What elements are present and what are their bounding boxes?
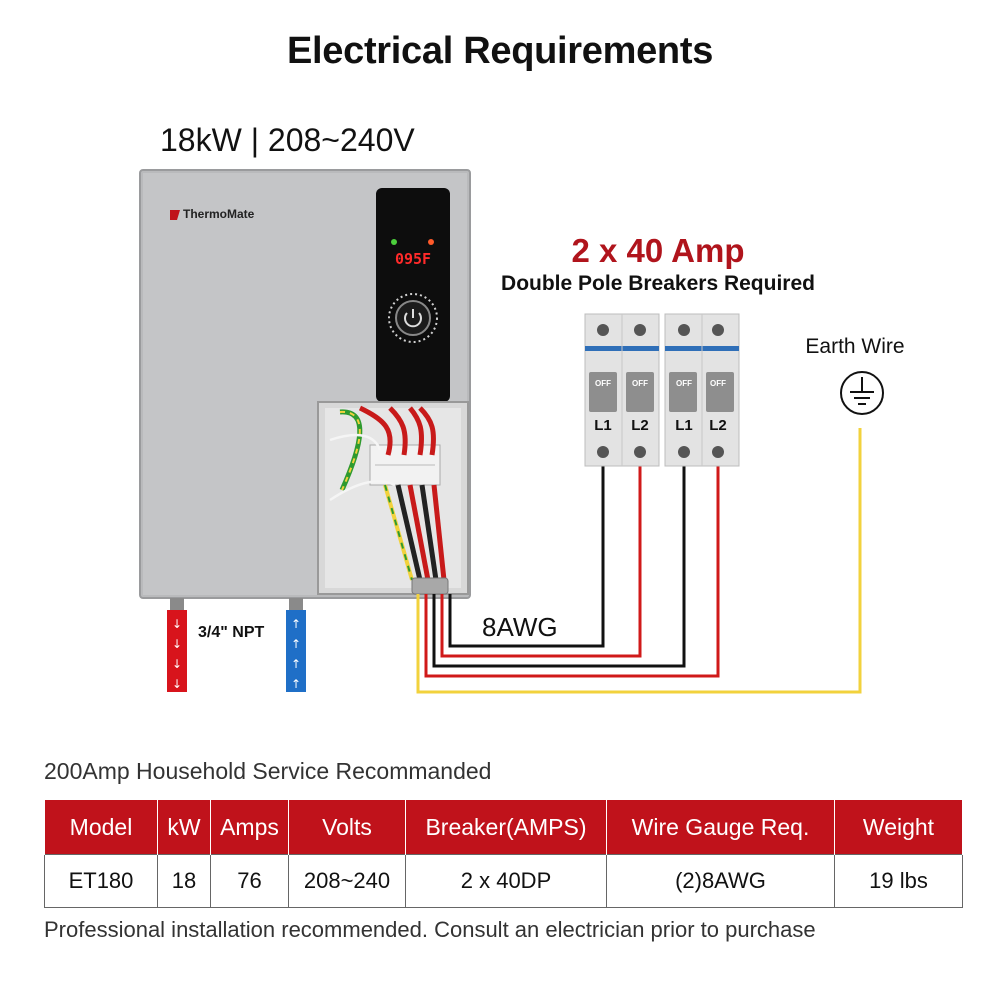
table-cell: ET180 (44, 854, 158, 908)
svg-text:↑: ↑ (291, 677, 301, 691)
double-pole-breaker-2: OFF OFF L1 L2 (664, 313, 740, 467)
breaker-subtitle: Double Pole Breakers Required (501, 272, 815, 295)
spec-table: Model kW Amps Volts Breaker(AMPS) Wire G… (44, 800, 963, 908)
heat-indicator-light (428, 239, 434, 245)
power-spec-label: 18kW | 208~240V (160, 122, 415, 158)
svg-text:↑: ↑ (291, 617, 301, 631)
svg-text:↓: ↓ (172, 637, 182, 651)
breaker1-l2-wire (440, 462, 642, 658)
footer-note: Professional installation recommended. C… (44, 917, 816, 942)
ground-icon (840, 371, 884, 415)
service-note: 200Amp Household Service Recommanded (44, 758, 492, 784)
earth-wire-label: Earth Wire (805, 335, 905, 358)
table-cell: 76 (210, 854, 289, 908)
wiring-diagram: ThermoMate 095F ↓ (139, 169, 884, 694)
column-header: Volts (288, 800, 406, 855)
brand-name: ThermoMate (183, 207, 255, 221)
table-cell: 208~240 (288, 854, 406, 908)
double-pole-breaker-1: OFF OFF L1 L2 (584, 313, 660, 467)
svg-text:↓: ↓ (172, 677, 182, 691)
column-header: Model (44, 800, 158, 855)
wire-gauge-label: 8AWG (482, 612, 558, 642)
table-cell: 19 lbs (834, 854, 963, 908)
control-panel (376, 188, 450, 402)
svg-text:↑: ↑ (291, 657, 301, 671)
supply-wires (416, 428, 862, 694)
column-header: Weight (834, 800, 963, 855)
svg-text:OFF: OFF (710, 379, 726, 388)
breaker2-l1-wire (432, 462, 686, 668)
svg-text:↑: ↑ (291, 637, 301, 651)
temperature-display: 095F (395, 250, 431, 268)
page-title: Electrical Requirements (286, 30, 714, 72)
svg-text:OFF: OFF (676, 379, 692, 388)
pole-label: L1 (675, 417, 693, 434)
water-heater-unit: ThermoMate 095F (139, 169, 471, 599)
pole-label: L2 (631, 417, 649, 434)
pole-label: L2 (709, 417, 727, 434)
column-header: Wire Gauge Req. (606, 800, 835, 855)
column-header: Amps (210, 800, 289, 855)
table-cell: (2)8AWG (606, 854, 835, 908)
column-header: Breaker(AMPS) (405, 800, 607, 855)
breaker-headline: 2 x 40 Amp (571, 232, 745, 269)
table-header-row: Model kW Amps Volts Breaker(AMPS) Wire G… (44, 800, 963, 855)
breaker1-l1-wire (448, 462, 605, 648)
pole-label: L1 (594, 417, 612, 434)
brand-logo: ThermoMate (170, 207, 255, 221)
table-row: ET180 18 76 208~240 2 x 40DP (2)8AWG 19 … (44, 854, 963, 908)
earth-wire (416, 428, 862, 694)
svg-text:OFF: OFF (595, 379, 611, 388)
svg-text:↓: ↓ (172, 617, 182, 631)
svg-text:↓: ↓ (172, 657, 182, 671)
breaker2-l2-wire (424, 462, 720, 678)
svg-text:OFF: OFF (632, 379, 648, 388)
hot-water-outlet-pipe: ↓ ↓ ↓ ↓ (167, 598, 187, 692)
cold-water-inlet-pipe: ↑ ↑ ↑ ↑ (286, 598, 306, 692)
pipe-size-label: 3/4" NPT (198, 624, 265, 641)
cable-gland (411, 577, 449, 595)
table-cell: 18 (157, 854, 211, 908)
column-header: kW (157, 800, 211, 855)
table-cell: 2 x 40DP (405, 854, 607, 908)
temperature-dial-scale (388, 293, 438, 343)
power-indicator-light (391, 239, 397, 245)
